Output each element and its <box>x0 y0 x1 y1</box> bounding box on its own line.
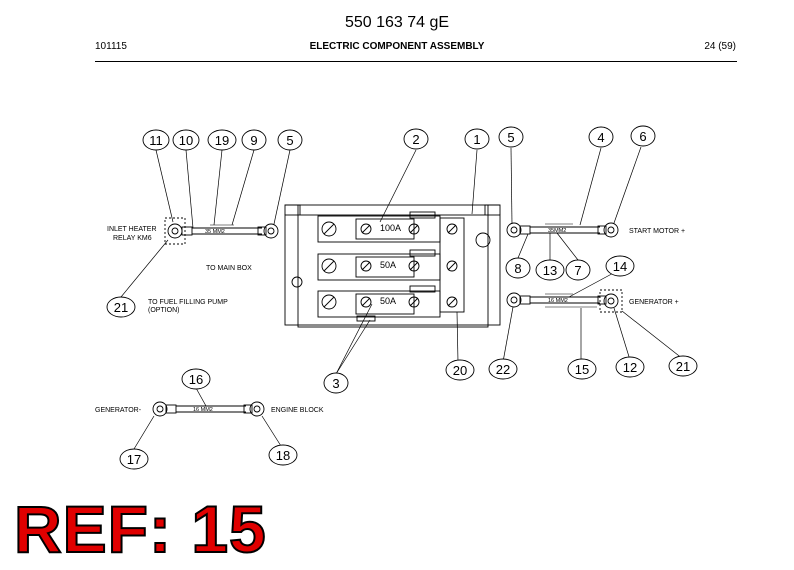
callout-12: 12 <box>615 356 645 378</box>
cable-35mm2-right-label: 35MM2 <box>548 228 566 234</box>
svg-text:21: 21 <box>114 300 128 315</box>
callout-21b: 21 <box>668 355 698 377</box>
svg-text:1: 1 <box>473 132 480 147</box>
callout-11a: 11 <box>142 129 170 151</box>
label-generator-plus: GENERATOR + <box>629 299 679 306</box>
callout-5a: 5 <box>277 129 303 151</box>
callout-14: 14 <box>605 255 635 277</box>
svg-text:6: 6 <box>639 129 646 144</box>
callout-10: 10 <box>172 129 200 151</box>
callout-4: 4 <box>588 126 614 148</box>
cable-16mm2-right-label: 16 MM2 <box>548 298 568 304</box>
cable-16mm2-bottom-label: 16 MM2 <box>193 407 213 413</box>
cable-start-motor <box>506 222 619 238</box>
callout-5b: 5 <box>498 126 524 148</box>
cable-generator-plus <box>506 289 623 313</box>
document-title: 550 163 74 gE <box>344 14 450 31</box>
callout-3: 3 <box>323 372 349 394</box>
callout-13: 13 <box>535 259 565 281</box>
label-inlet-heater: INLET HEATER <box>107 226 157 233</box>
svg-text:7: 7 <box>574 263 581 278</box>
svg-text:4: 4 <box>597 130 604 145</box>
svg-text:19: 19 <box>215 133 229 148</box>
svg-text:17: 17 <box>127 452 141 467</box>
callout-7: 7 <box>565 259 591 281</box>
cable-35mm2-left-label: 35 MM2 <box>205 229 225 235</box>
header-rule <box>95 61 737 62</box>
label-generator-minus: GENERATOR- <box>95 407 142 414</box>
svg-text:14: 14 <box>613 259 627 274</box>
callout-2: 2 <box>403 128 429 150</box>
callout-6: 6 <box>630 125 656 147</box>
svg-text:9: 9 <box>250 133 257 148</box>
svg-text:18: 18 <box>276 448 290 463</box>
callout-21a: 21 <box>106 296 136 318</box>
svg-text:5: 5 <box>286 133 293 148</box>
svg-text:11: 11 <box>149 133 163 148</box>
svg-text:5: 5 <box>507 130 514 145</box>
callout-1: 1 <box>464 128 490 150</box>
label-relay-km6: RELAY KM6 <box>113 235 152 242</box>
fuse-100a-label: 100A <box>380 223 401 233</box>
reference-badge: REF: 15 <box>13 492 267 566</box>
svg-text:15: 15 <box>575 362 589 377</box>
callout-18: 18 <box>268 444 298 466</box>
leader-lines <box>120 146 684 450</box>
fuse-box <box>284 204 501 328</box>
label-to-main-box: TO MAIN BOX <box>206 265 252 272</box>
svg-text:16: 16 <box>189 372 203 387</box>
svg-text:22: 22 <box>496 362 510 377</box>
label-fuel-pump: TO FUEL FILLING PUMP <box>148 299 228 306</box>
label-engine-block: ENGINE BLOCK <box>271 407 324 414</box>
callout-22: 22 <box>488 358 518 380</box>
svg-text:3: 3 <box>332 376 339 391</box>
svg-text:21: 21 <box>676 359 690 374</box>
callout-8: 8 <box>505 257 531 279</box>
callout-9: 9 <box>241 129 267 151</box>
document-number: 101115 <box>95 41 127 52</box>
callout-16: 16 <box>181 368 211 390</box>
fuse-50a-label-2: 50A <box>380 296 396 306</box>
callout-20: 20 <box>445 359 475 381</box>
label-fuel-pump-option: (OPTION) <box>148 307 180 314</box>
svg-text:20: 20 <box>453 363 467 378</box>
page-number: 24 (59) <box>704 41 736 52</box>
svg-text:8: 8 <box>514 261 521 276</box>
callout-17: 17 <box>119 448 149 470</box>
label-start-motor: START MOTOR + <box>629 228 685 235</box>
svg-text:13: 13 <box>543 263 557 278</box>
callout-19: 19 <box>207 129 237 151</box>
cable-engine-block <box>152 401 265 417</box>
fuse-50a-label-1: 50A <box>380 260 396 270</box>
svg-text:2: 2 <box>412 132 419 147</box>
callout-15: 15 <box>567 358 597 380</box>
section-title: ELECTRIC COMPONENT ASSEMBLY <box>309 41 485 52</box>
callouts: 11 10 19 9 5 2 1 5 4 6 21 8 13 7 14 3 20… <box>106 125 698 470</box>
svg-text:12: 12 <box>623 360 637 375</box>
svg-text:10: 10 <box>179 133 193 148</box>
